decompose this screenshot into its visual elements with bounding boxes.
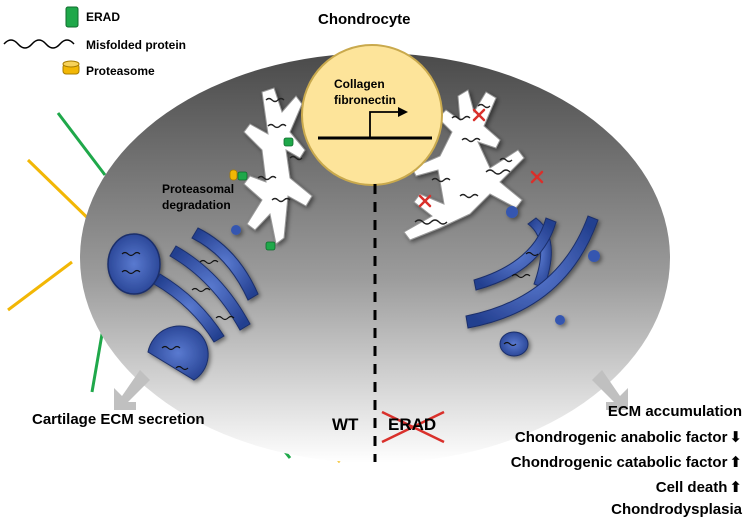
nucleus <box>301 44 443 186</box>
outcome-text: Chondrogenic catabolic factor <box>510 454 728 471</box>
outcome-item: Cell death⬆ <box>656 478 742 496</box>
outcome-text: Cell death <box>655 479 728 496</box>
outcome-text: Chondrodysplasia <box>611 501 742 518</box>
outcome-text: Chondrogenic anabolic factor <box>514 429 728 446</box>
degradation-label-line2: degradation <box>162 198 231 212</box>
legend-erad-label: ERAD <box>86 10 121 24</box>
arrow-down-icon: ⬇ <box>729 428 742 446</box>
legend-misfolded-label: Misfolded protein <box>86 38 186 52</box>
erad-legend-icon <box>65 6 79 28</box>
erad-strike <box>381 410 445 444</box>
arrow-up-icon: ⬆ <box>729 478 742 496</box>
erad-marks <box>237 137 294 251</box>
er-protein-squiggles <box>257 97 513 225</box>
left-outcome-label: Cartilage ECM secretion <box>32 411 205 428</box>
nucleus-label-line2: fibronectin <box>334 93 396 107</box>
left-outcome-arrow <box>114 370 150 410</box>
outcome-item: Chondrogenic anabolic factor⬇ <box>515 428 742 446</box>
outcome-item: Chondrogenic catabolic factor⬆ <box>511 453 742 471</box>
arrow-up-icon: ⬆ <box>729 453 742 471</box>
promoter-arrow <box>369 111 400 138</box>
diagram-title: Chondrocyte <box>318 11 411 28</box>
mito-squiggles <box>121 251 539 371</box>
er-left <box>243 87 313 245</box>
nucleus-label-line1: Collagen <box>334 77 385 91</box>
outcome-item: Chondrodysplasia <box>611 501 742 518</box>
blocked-erad-marks <box>418 108 544 208</box>
right-outcome-arrow <box>592 370 628 410</box>
erad-knockout-label: ERAD <box>388 415 437 434</box>
proteasome-mark <box>229 169 238 181</box>
outcome-item: ECM accumulation <box>608 403 742 420</box>
outcome-text: ECM accumulation <box>607 403 742 420</box>
wt-label: WT <box>332 415 359 434</box>
proteasome-legend-icon <box>62 60 80 75</box>
left-organelles <box>107 225 259 381</box>
er-right <box>403 89 525 241</box>
degradation-label-line1: Proteasomal <box>162 182 235 196</box>
right-organelles <box>465 206 600 357</box>
misfolded-protein-legend-icon <box>3 39 75 49</box>
legend-proteasome-label: Proteasome <box>86 64 155 78</box>
